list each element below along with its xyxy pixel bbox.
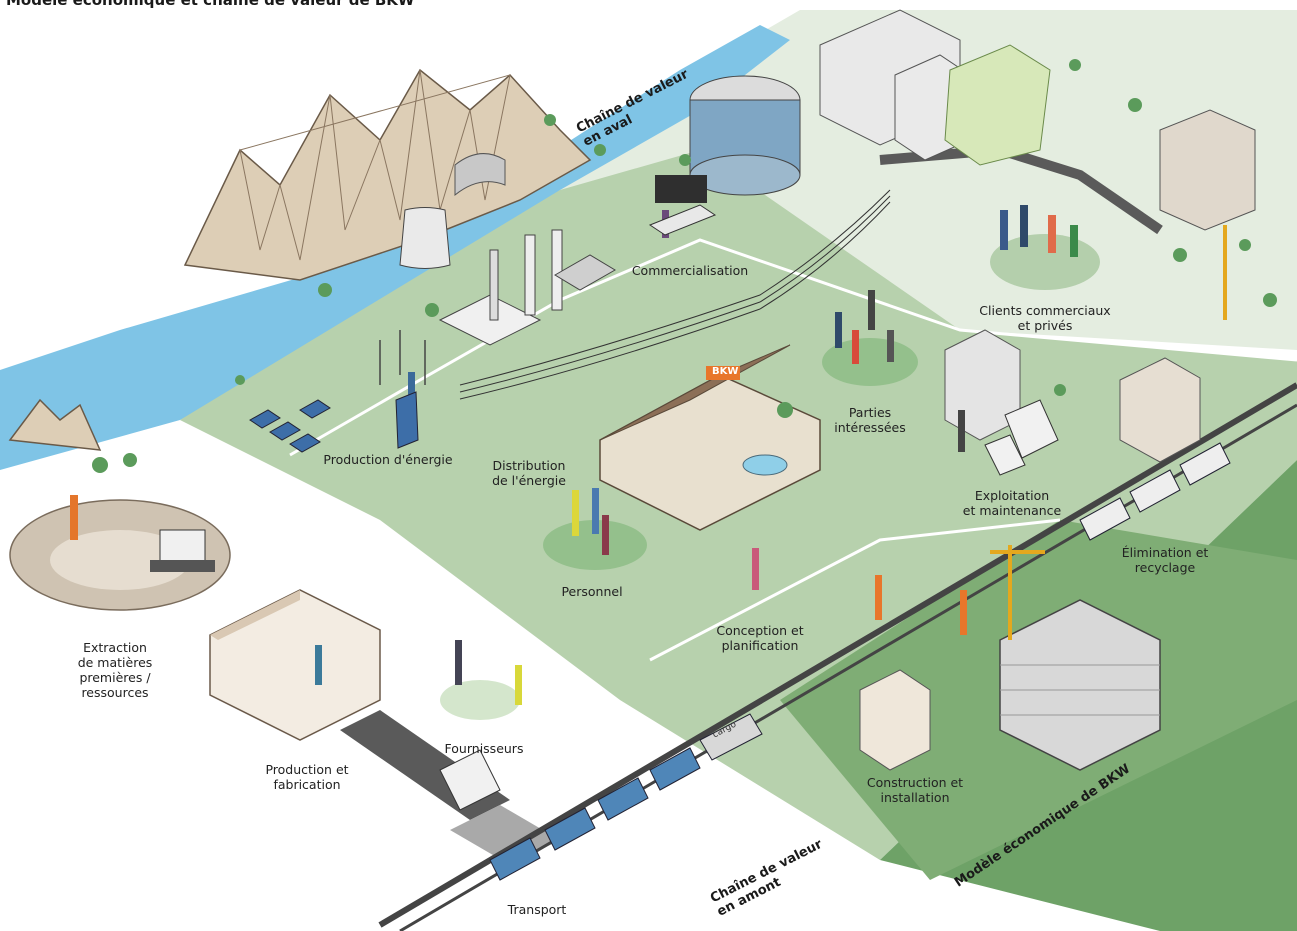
bkw-sign xyxy=(706,366,740,380)
label-conception: Conception et planification xyxy=(716,623,804,653)
value-chain-outline-2 xyxy=(649,518,1061,662)
dam xyxy=(454,153,506,197)
trees xyxy=(92,59,1277,473)
office-tower xyxy=(689,75,801,196)
wind-turbines xyxy=(379,330,426,385)
label-exploitation: Exploitation et maintenance xyxy=(962,488,1062,518)
label-parties: Parties intéressées xyxy=(834,405,906,435)
fournisseurs-circle xyxy=(440,680,520,720)
label-production-energie: Production d'énergie xyxy=(323,452,453,467)
factory-wall xyxy=(210,590,300,640)
road-city xyxy=(879,144,1163,235)
excavator xyxy=(159,529,206,563)
quarry-floor xyxy=(50,530,190,590)
power-plant xyxy=(399,207,616,346)
bkw-sign-text: BKW xyxy=(712,366,739,377)
label-production-fabrication: Production et fabrication xyxy=(265,762,349,792)
people xyxy=(70,205,1078,705)
freight-train xyxy=(489,442,1231,881)
label-transport: Transport xyxy=(507,902,567,917)
label-clients: Clients commerciaux et privés xyxy=(979,303,1111,333)
construction-building xyxy=(859,225,1227,771)
solar-panels xyxy=(249,391,419,453)
label-extraction: Extraction de matières premières / resso… xyxy=(77,640,153,700)
value-chain-outline xyxy=(289,238,1297,457)
railway-track xyxy=(378,382,1297,928)
diagram-title: Modèle économique et chaîne de valeur de… xyxy=(6,0,415,9)
city-buildings xyxy=(819,9,1256,463)
power-lines xyxy=(459,189,891,400)
vehicles xyxy=(439,399,1059,811)
label-construction: Construction et installation xyxy=(866,775,964,805)
label-distribution: Distribution de l'énergie xyxy=(492,458,566,488)
mountains xyxy=(8,68,592,451)
excavator-tracks xyxy=(150,560,215,572)
factory-box xyxy=(209,589,381,741)
personnel-circle xyxy=(543,520,647,570)
label-fournisseurs: Fournisseurs xyxy=(444,741,524,756)
label-commercialisation: Commercialisation xyxy=(631,263,749,278)
label-elimination: Élimination et recyclage xyxy=(1121,545,1209,575)
control-room xyxy=(648,175,717,236)
label-personnel: Personnel xyxy=(561,584,623,599)
bkw-headquarters xyxy=(599,344,821,531)
